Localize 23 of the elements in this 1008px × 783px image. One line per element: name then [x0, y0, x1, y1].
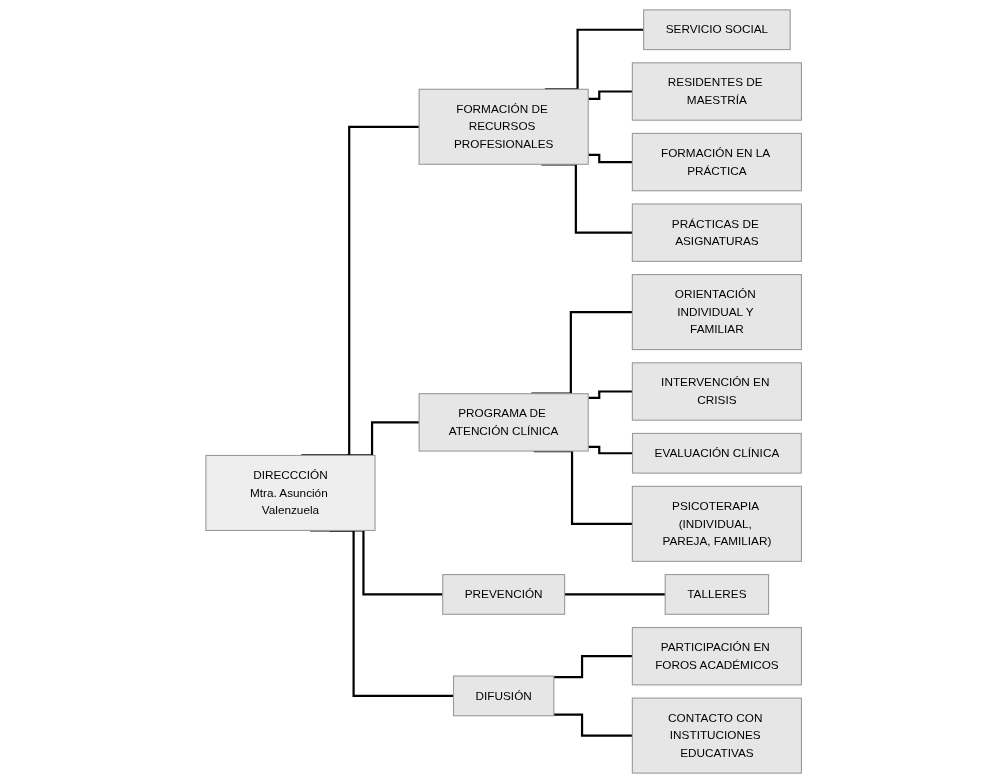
node-box: DIRECCCIÓN Mtra. Asunción Valenzuela — [205, 454, 376, 531]
connector — [588, 90, 633, 100]
node-box: ORIENTACIÓN INDIVIDUAL Y FAMILIAR — [632, 274, 803, 351]
node-box: PRÁCTICAS DE ASIGNATURAS — [632, 203, 803, 262]
node-box: INTERVENCIÓN EN CRISIS — [632, 362, 803, 421]
node-box: SERVICIO SOCIAL — [643, 9, 792, 51]
node-box: TALLERES — [665, 574, 770, 615]
node-box: FORMACIÓN EN LA PRÁCTICA — [632, 132, 803, 192]
node-box: RESIDENTES DE MAESTRÍA — [632, 62, 803, 121]
node-box: EVALUACIÓN CLÍNICA — [632, 432, 803, 474]
connector — [588, 153, 633, 164]
node-box: PROGRAMA DE ATENCIÓN CLÍNICA — [418, 393, 590, 452]
node-box: PREVENCIÓN — [442, 574, 566, 615]
connector — [554, 655, 633, 679]
node-box: DIFUSIÓN — [453, 675, 555, 717]
connector — [588, 390, 633, 399]
connector — [588, 445, 633, 455]
node-box: PARTICIPACIÓN EN FOROS ACADÉMICOS — [632, 626, 803, 686]
node-box: FORMACIÓN DE RECURSOS PROFESIONALES — [418, 88, 590, 165]
connector — [554, 713, 633, 737]
connector — [564, 593, 666, 596]
node-box: CONTACTO CON INSTITUCIONES EDUCATIVAS — [632, 697, 803, 774]
node-box: PSICOTERAPIA (INDIVIDUAL, PAREJA, FAMILIAR) — [632, 485, 803, 562]
